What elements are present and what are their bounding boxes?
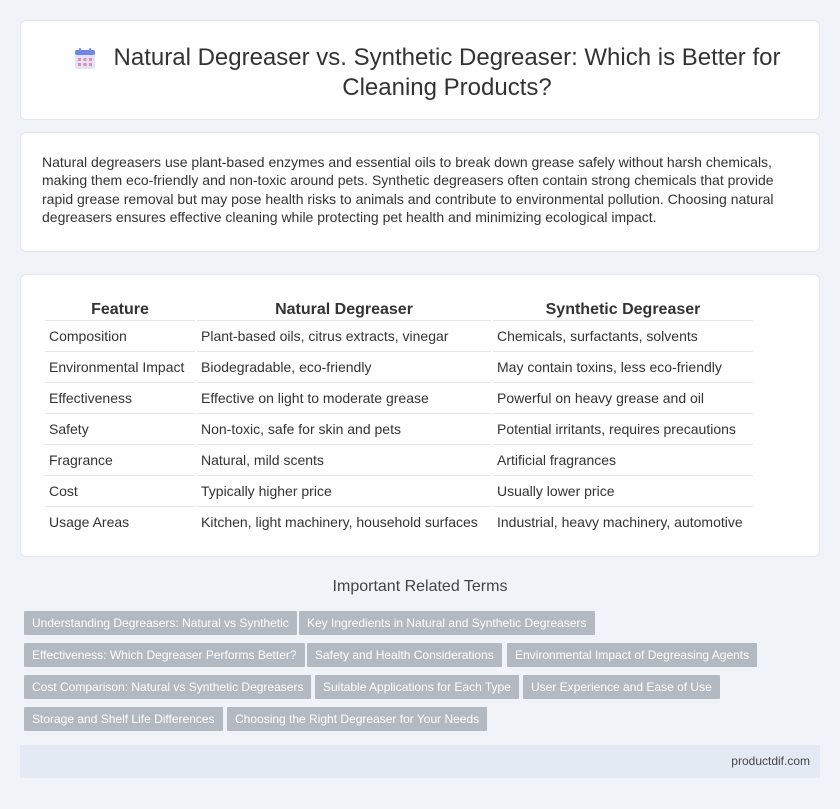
table-header-row: Feature Natural Degreaser Synthetic Degr… bbox=[45, 292, 753, 320]
table-row: Environmental Impact Biodegradable, eco-… bbox=[45, 351, 753, 382]
calendar-grid-icon bbox=[73, 47, 97, 71]
table-row: Fragrance Natural, mild scents Artificia… bbox=[45, 444, 753, 475]
table-row: Safety Non-toxic, safe for skin and pets… bbox=[45, 413, 753, 444]
cell-natural: Effective on light to moderate grease bbox=[197, 382, 491, 413]
cell-feature: Usage Areas bbox=[45, 506, 195, 537]
cell-natural: Plant-based oils, citrus extracts, vineg… bbox=[197, 320, 491, 351]
cell-natural: Kitchen, light machinery, household surf… bbox=[197, 506, 491, 537]
table-row: Cost Typically higher price Usually lowe… bbox=[45, 475, 753, 506]
header-natural: Natural Degreaser bbox=[275, 301, 413, 318]
cell-natural: Natural, mild scents bbox=[197, 444, 491, 475]
related-term-tag[interactable]: Choosing the Right Degreaser for Your Ne… bbox=[227, 707, 488, 731]
cell-feature: Composition bbox=[45, 320, 195, 351]
related-term-tag[interactable]: Environmental Impact of Degreasing Agent… bbox=[507, 643, 758, 667]
cell-synthetic: Chemicals, surfactants, solvents bbox=[493, 320, 753, 351]
cell-synthetic: Usually lower price bbox=[493, 475, 753, 506]
related-term-tag[interactable]: Suitable Applications for Each Type bbox=[315, 675, 519, 699]
related-term-tag[interactable]: Storage and Shelf Life Differences bbox=[24, 707, 223, 731]
cell-synthetic: Artificial fragrances bbox=[493, 444, 753, 475]
comparison-table: Feature Natural Degreaser Synthetic Degr… bbox=[43, 292, 755, 537]
header-synthetic: Synthetic Degreaser bbox=[545, 301, 701, 318]
table-row: Effectiveness Effective on light to mode… bbox=[45, 382, 753, 413]
footer: productdif.com bbox=[20, 745, 820, 778]
cell-feature: Safety bbox=[45, 413, 195, 444]
related-term-tag[interactable]: Understanding Degreasers: Natural vs Syn… bbox=[24, 611, 297, 635]
related-term-tag[interactable]: Safety and Health Considerations bbox=[307, 643, 502, 667]
cell-natural: Typically higher price bbox=[197, 475, 491, 506]
table-row: Composition Plant-based oils, citrus ext… bbox=[45, 320, 753, 351]
intro-card: Natural degreasers use plant-based enzym… bbox=[20, 132, 820, 252]
title-card: Natural Degreaser vs. Synthetic Degrease… bbox=[20, 20, 820, 120]
cell-feature: Cost bbox=[45, 475, 195, 506]
site-link[interactable]: productdif.com bbox=[731, 754, 810, 768]
header-feature: Feature bbox=[91, 301, 149, 318]
cell-feature: Environmental Impact bbox=[45, 351, 195, 382]
related-terms-heading: Important Related Terms bbox=[332, 578, 508, 595]
cell-natural: Biodegradable, eco-friendly bbox=[197, 351, 491, 382]
cell-synthetic: Powerful on heavy grease and oil bbox=[493, 382, 753, 413]
cell-feature: Effectiveness bbox=[45, 382, 195, 413]
comparison-table-card: Feature Natural Degreaser Synthetic Degr… bbox=[20, 274, 820, 557]
table-row: Usage Areas Kitchen, light machinery, ho… bbox=[45, 506, 753, 537]
page-title: Natural Degreaser vs. Synthetic Degrease… bbox=[113, 44, 781, 101]
intro-paragraph: Natural degreasers use plant-based enzym… bbox=[42, 154, 774, 226]
cell-synthetic: Potential irritants, requires precaution… bbox=[493, 413, 753, 444]
related-term-tag[interactable]: Key Ingredients in Natural and Synthetic… bbox=[299, 611, 595, 635]
related-term-tag[interactable]: Effectiveness: Which Degreaser Performs … bbox=[24, 643, 305, 667]
cell-feature: Fragrance bbox=[45, 444, 195, 475]
cell-synthetic: May contain toxins, less eco-friendly bbox=[493, 351, 753, 382]
cell-natural: Non-toxic, safe for skin and pets bbox=[197, 413, 491, 444]
related-term-tag[interactable]: Cost Comparison: Natural vs Synthetic De… bbox=[24, 675, 312, 699]
related-term-tag[interactable]: User Experience and Ease of Use bbox=[523, 675, 720, 699]
cell-synthetic: Industrial, heavy machinery, automotive bbox=[493, 506, 753, 537]
